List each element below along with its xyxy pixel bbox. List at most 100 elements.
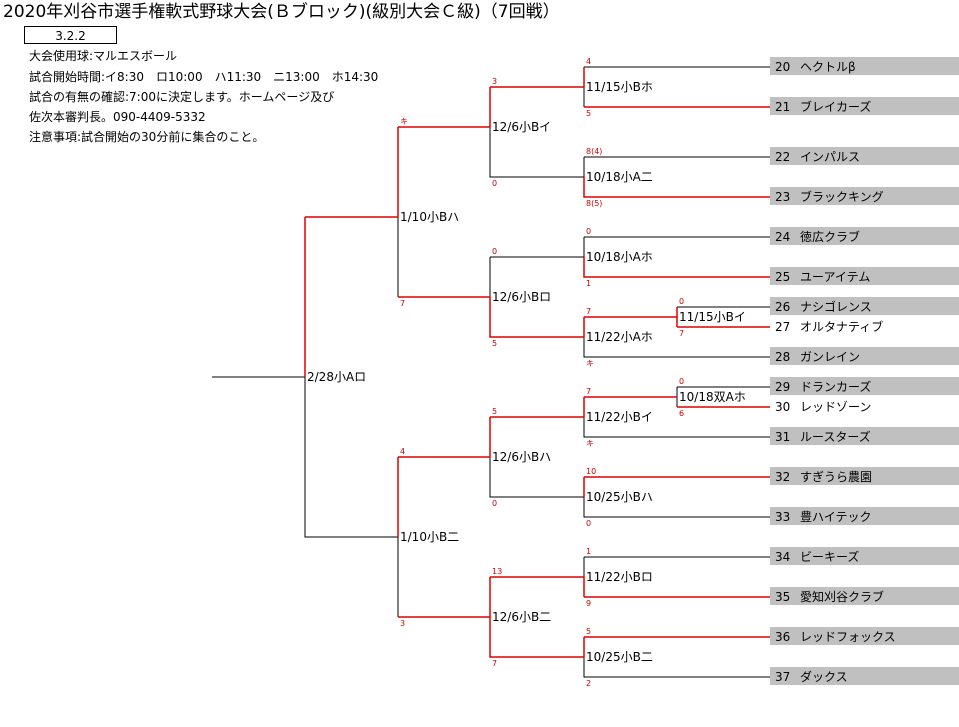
team-box: [770, 467, 959, 485]
info-line-notice: 注意事項:試合開始の30分前に集合のこと。: [29, 130, 265, 144]
team-number: 30: [775, 400, 790, 414]
info-line-ball: 大会使用球:マルエスボール: [29, 49, 178, 63]
score: 4: [586, 57, 591, 66]
team-number: 35: [775, 590, 790, 604]
match-label-r1h: 10/25小B二: [586, 650, 653, 664]
team-name: ガンレイン: [800, 350, 860, 364]
info-line-umpire: 佐次本審判長。090-4409-5332: [29, 110, 206, 124]
match-label-r1a: 11/15小Bホ: [586, 80, 653, 94]
score: 7: [679, 329, 684, 338]
match-label-r0b: 10/18双Aホ: [679, 390, 746, 404]
score: 0: [492, 499, 497, 508]
winner-lines: [304, 67, 770, 658]
team-box: [770, 427, 959, 445]
team-box: [770, 187, 959, 205]
match-labels: 11/15小Bイ 10/18双Aホ 11/15小Bホ 10/18小A二 10/1…: [307, 80, 746, 664]
score: 7: [586, 307, 591, 316]
score: 0: [679, 297, 684, 306]
score: 0: [679, 377, 684, 386]
team-number: 25: [775, 270, 790, 284]
score: 5: [586, 109, 591, 118]
team-name: ユーアイテム: [800, 270, 870, 284]
team-name: ブラックキング: [800, 189, 884, 204]
match-label-final: 2/28小Aロ: [307, 370, 366, 384]
team-box: [770, 297, 959, 315]
match-label-r1d: 11/22小Aホ: [586, 330, 653, 344]
team-name: ルースターズ: [800, 429, 871, 444]
match-label-r3a: 1/10小Bハ: [400, 210, 459, 224]
score: 0: [492, 179, 497, 188]
match-label-r1b: 10/18小A二: [586, 170, 653, 184]
score: 8(5): [586, 199, 602, 208]
score: 5: [492, 407, 497, 416]
match-label-r2b: 12/6小Bロ: [492, 290, 551, 304]
team-number: 34: [775, 550, 790, 564]
team-number: 28: [775, 350, 790, 364]
score: 7: [492, 659, 497, 668]
match-label-r1g: 11/22小Bロ: [586, 570, 653, 584]
team-box: [770, 587, 959, 605]
team-name: ダックス: [800, 669, 848, 684]
score: 3: [400, 619, 405, 628]
team-name: ヘクトルβ: [800, 60, 856, 74]
score: 0: [586, 519, 591, 528]
team-number: 36: [775, 630, 790, 644]
match-label-r1f: 10/25小Bハ: [586, 490, 653, 504]
match-label-r1e: 11/22小Bイ: [586, 410, 653, 424]
team-box: [770, 547, 959, 565]
team-number: 37: [775, 670, 790, 684]
score: 3: [492, 77, 497, 86]
team-number: 21: [775, 100, 790, 114]
team-name: すぎうら農園: [800, 470, 872, 484]
info-line-times: 試合開始時間:イ8:30 ロ10:00 ハ11:30 ニ13:00 ホ14:30: [29, 70, 379, 84]
team-number: 24: [775, 230, 790, 244]
score: 6: [679, 409, 684, 418]
team-number: 23: [775, 190, 790, 204]
team-name: 愛知刈谷クラブ: [800, 589, 884, 604]
scores: 0 7 0 6 4 5 8(4) 8(5) 0 1 7 キ 7 キ 10 0 1…: [400, 57, 684, 688]
score: 7: [586, 387, 591, 396]
match-label-r0a: 11/15小Bイ: [679, 310, 746, 324]
score: 5: [586, 627, 591, 636]
team-name: ブレイカーズ: [800, 99, 871, 114]
score: 0: [492, 247, 497, 256]
team-number: 20: [775, 60, 790, 74]
team-name: レッドフォックス: [800, 630, 896, 644]
score: 4: [400, 447, 405, 456]
team-number: 29: [775, 380, 790, 394]
score: 5: [492, 339, 497, 348]
score: 13: [492, 567, 502, 576]
team-box: [770, 667, 959, 685]
team-name: ドランカーズ: [800, 379, 871, 394]
score: キ: [400, 117, 408, 126]
team-name: ビーキーズ: [800, 549, 859, 564]
score: 0: [586, 227, 591, 236]
match-label-r1c: 10/18小Aホ: [586, 250, 653, 264]
team-box: [770, 267, 959, 285]
score: キ: [586, 439, 594, 448]
team-box: [770, 227, 959, 245]
bracket-lines: [212, 66, 770, 678]
team-name: ナシゴレンス: [800, 299, 872, 314]
match-label-r2d: 12/6小B二: [492, 610, 551, 624]
score: 1: [586, 279, 591, 288]
team-number: 26: [775, 300, 790, 314]
team-number: 33: [775, 510, 790, 524]
match-label-r2c: 12/6小Bハ: [492, 450, 551, 464]
score: 1: [586, 547, 591, 556]
team-box: [770, 507, 959, 525]
score: キ: [586, 359, 594, 368]
score: 9: [586, 599, 591, 608]
team-number: 31: [775, 430, 790, 444]
team-box: [770, 57, 959, 75]
team-box: [770, 147, 959, 165]
team-number: 27: [775, 320, 790, 334]
score: 8(4): [586, 147, 602, 156]
team-box: [770, 377, 959, 395]
team-name: オルタナティブ: [800, 319, 883, 334]
page-title: 2020年刈谷市選手権軟式野球大会(Ｂブロック)(級別大会Ｃ級)（7回戦）: [3, 2, 560, 22]
match-label-r2a: 12/6小Bイ: [492, 120, 551, 134]
team-box: [770, 627, 959, 645]
score: 10: [586, 467, 596, 476]
